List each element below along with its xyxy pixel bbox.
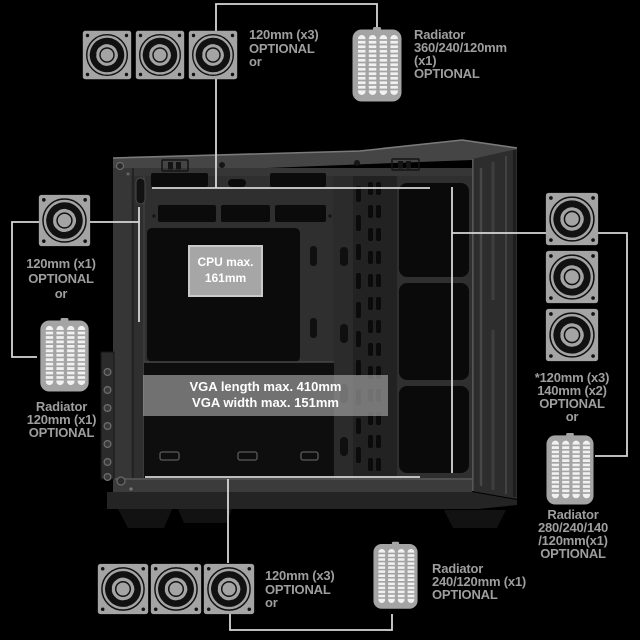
bottom-radiator-label: Radiator 240/120mm (x1) OPTIONAL	[432, 562, 526, 601]
top-callout-line	[215, 3, 378, 188]
label-line: OPTIONAL	[28, 271, 94, 286]
fan-icon	[546, 251, 598, 303]
label-line: OPTIONAL	[265, 581, 331, 597]
cpu-clearance-line: 161mm	[204, 271, 247, 285]
radiator-icon	[373, 540, 418, 610]
fan-icon	[39, 195, 90, 246]
fan-icon	[98, 564, 148, 614]
label-line: or	[249, 54, 262, 69]
bottom-radiator-callout-line	[229, 614, 393, 631]
fan-icon	[546, 309, 598, 361]
label-line: OPTIONAL	[414, 66, 480, 81]
top-radiator-label: Radiator 360/240/120mm (x1) OPTIONAL	[414, 28, 507, 80]
label-line: 120mm (x3)	[265, 568, 335, 583]
label-line: OPTIONAL	[249, 40, 315, 56]
top-fans-label: 120mm (x3) OPTIONAL or	[249, 28, 319, 69]
fan-icon	[83, 31, 131, 79]
label-line: Radiator	[35, 399, 88, 414]
radiator-icon	[545, 433, 595, 505]
cpu-clearance-line: CPU max.	[197, 255, 254, 269]
label-line: 280/240/140	[537, 520, 609, 535]
bottom-fans-label: 120mm (x3) OPTIONAL or	[265, 569, 335, 610]
label-line: 120mm (x1)	[26, 412, 97, 427]
label-line: 120mm (x1)	[26, 256, 96, 271]
fan-icon	[189, 31, 237, 79]
label-line: or	[265, 595, 278, 610]
label-line: 120mm (x3)	[249, 27, 319, 42]
label-line: Radiator	[547, 507, 599, 522]
radiator-icon	[39, 318, 90, 392]
measurement-lines	[11, 3, 628, 631]
label-line: 360/240/120mm	[414, 40, 507, 55]
label-line: OPTIONAL	[28, 425, 95, 440]
fan-icon	[151, 564, 201, 614]
vga-clearance-line: VGA length max. 410mm	[189, 379, 342, 394]
fan-icon	[204, 564, 254, 614]
label-line: 140mm (x2)	[537, 383, 607, 398]
cpu-clearance-box: CPU max. 161mm	[188, 245, 263, 297]
label-line: OPTIONAL	[432, 587, 498, 602]
rear-fan-label: 120mm (x1) OPTIONAL or	[5, 256, 117, 301]
label-line: *120mm (x3)	[534, 370, 610, 385]
vga-clearance-line: VGA width max. 151mm	[192, 395, 339, 410]
label-line: Radiator	[414, 27, 466, 42]
case-body	[100, 139, 518, 528]
label-line: OPTIONAL	[540, 546, 606, 561]
front-radiator-label: Radiator 280/240/140 /120mm(x1) OPTIONAL	[518, 508, 628, 560]
front-fans-label: *120mm (x3) 140mm (x2) OPTIONAL or	[517, 371, 627, 423]
label-line: Radiator	[432, 561, 484, 576]
label-line: OPTIONAL	[539, 396, 605, 411]
fan-icon	[546, 193, 598, 245]
label-line: 240/120mm (x1)	[432, 574, 527, 589]
label-line: or	[565, 409, 579, 424]
label-line: (x1)	[414, 53, 437, 68]
front-callout-line	[452, 232, 628, 457]
vga-clearance-bar: VGA length max. 410mm VGA width max. 151…	[143, 375, 388, 416]
label-line: or	[54, 286, 68, 301]
fan-icon	[136, 31, 184, 79]
rear-radiator-label: Radiator 120mm (x1) OPTIONAL	[4, 400, 119, 439]
radiator-icon	[352, 27, 402, 102]
label-line: /120mm(x1)	[538, 533, 608, 548]
